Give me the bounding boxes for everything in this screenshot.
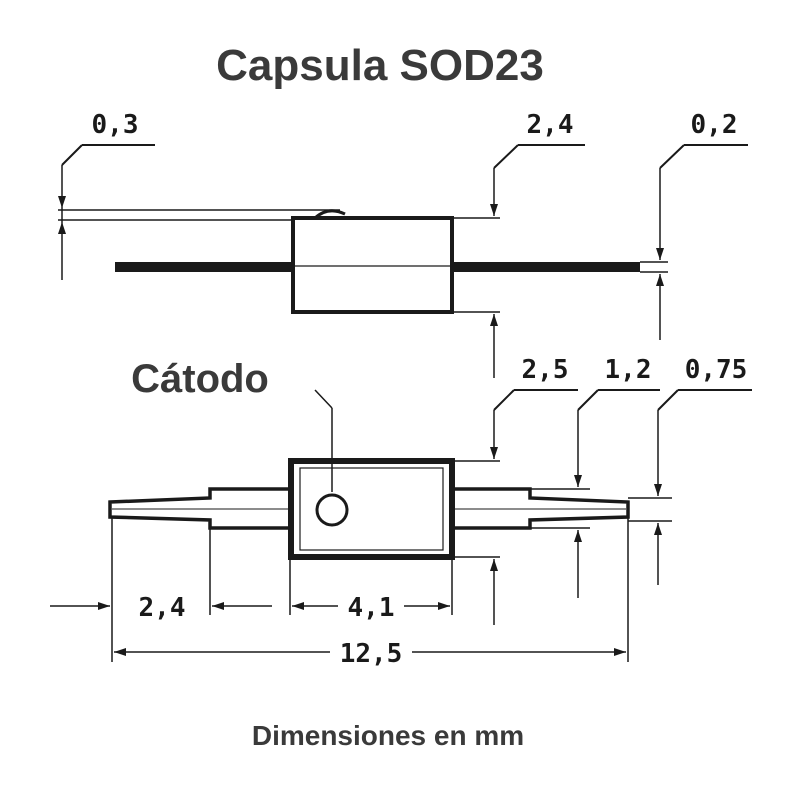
dim-body-diameter-label: 2,4: [527, 110, 574, 140]
cathode-circle-icon: [315, 493, 349, 527]
dim-body-diameter: 2,4: [452, 110, 585, 378]
cathode-leader: [314, 389, 333, 409]
dim-lead-diameter-label: 0,2: [691, 110, 738, 140]
top-body-bump: [313, 209, 346, 220]
dim-lead-length: 2,4: [50, 593, 272, 623]
top-view: 0,3 2,4 0,2: [58, 110, 748, 378]
dim-lead-diameter: 0,2: [640, 110, 748, 340]
bottom-body: [288, 458, 455, 560]
units-note: Dimensiones en mm: [252, 720, 524, 751]
top-left-lead: [115, 262, 293, 272]
dim-body-height-label: 2,5: [522, 355, 569, 385]
dim-sleeve-height: 1,2: [530, 355, 660, 598]
dim-total-length-label: 12,5: [340, 639, 403, 669]
dim-lead-offset: 0,3: [58, 110, 340, 280]
dim-total-length: 12,5: [114, 639, 626, 669]
dim-lead-height: 0,75: [628, 355, 752, 585]
dim-lead-offset-label: 0,3: [92, 110, 139, 140]
dim-sleeve-height-label: 1,2: [605, 355, 652, 385]
dim-body-height: 2,5: [452, 355, 578, 625]
page-title: Capsula SOD23: [216, 41, 544, 90]
top-right-lead: [452, 262, 640, 272]
bottom-view: 2,5 1,2 0,75: [50, 355, 752, 669]
dim-body-length: 4,1: [292, 593, 450, 623]
dim-lead-height-label: 0,75: [685, 355, 748, 385]
dim-body-length-label: 4,1: [348, 593, 395, 623]
dim-lead-length-label: 2,4: [139, 593, 186, 623]
top-body: [291, 216, 454, 314]
cathode-label: Cátodo: [131, 357, 269, 401]
